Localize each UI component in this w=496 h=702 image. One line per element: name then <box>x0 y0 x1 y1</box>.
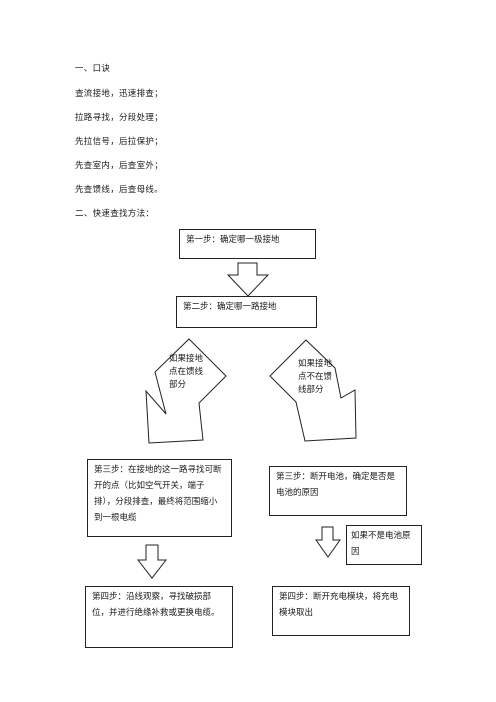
step3-right-box: 第三步：断开电池，确定是否是电池的原因 <box>269 466 407 516</box>
mnemonic-line-5: 先查馈线，后查母线。 <box>75 185 164 195</box>
branch-label-right: 如果接地点不在馈线部分 <box>298 359 333 395</box>
down-arrow-left <box>136 544 168 579</box>
diag-arrow-right <box>269 339 357 442</box>
branch-right2-box: 如果不是电池原因 <box>346 525 422 565</box>
mnemonic-line-2: 拉路寻找，分段处理； <box>75 113 164 123</box>
step4-right-text: 第四步：断开充电模块，将充电模块取出 <box>279 592 399 618</box>
step2-text: 第二步：确定哪一路接地 <box>183 302 277 312</box>
step4-left-box: 第四步：沿线观察，寻找破损部位，并进行绝缘补救或更换电缆。 <box>85 586 233 648</box>
step3-left-text: 第三步：在接地的这一路寻找可断开的点（比如空气开关，端子排），分段排查，最终将范… <box>94 465 222 523</box>
step3-right-text: 第三步：断开电池，确定是否是电池的原因 <box>276 472 396 498</box>
branch-right2-text: 如果不是电池原因 <box>351 531 411 557</box>
branch-label-left: 如果接地点在馈线部分 <box>169 354 204 390</box>
down-arrow-1 <box>226 262 270 297</box>
down-arrow-right <box>315 526 341 558</box>
mnemonic-line-1: 查流接地，迅速排查； <box>75 89 164 99</box>
heading-method: 二、快速查找方法： <box>75 209 155 219</box>
mnemonic-line-3: 先拉信号，后拉保护； <box>75 137 164 147</box>
step1-text: 第一步：确定哪一极接地 <box>186 235 280 245</box>
heading-mnemonic: 一、口诀 <box>75 64 111 74</box>
step2-box: 第二步：确定哪一路接地 <box>176 296 317 328</box>
step4-left-text: 第四步：沿线观察，寻找破损部位，并进行绝缘补救或更换电缆。 <box>92 592 220 618</box>
step1-box: 第一步：确定哪一极接地 <box>179 229 316 259</box>
diag-arrow-left <box>145 338 227 444</box>
step4-right-box: 第四步：断开充电模块，将充电模块取出 <box>272 586 410 636</box>
step3-left-box: 第三步：在接地的这一路寻找可断开的点（比如空气开关，端子排），分段排查，最终将范… <box>87 459 232 537</box>
mnemonic-line-4: 先查室内，后查室外； <box>75 161 164 171</box>
